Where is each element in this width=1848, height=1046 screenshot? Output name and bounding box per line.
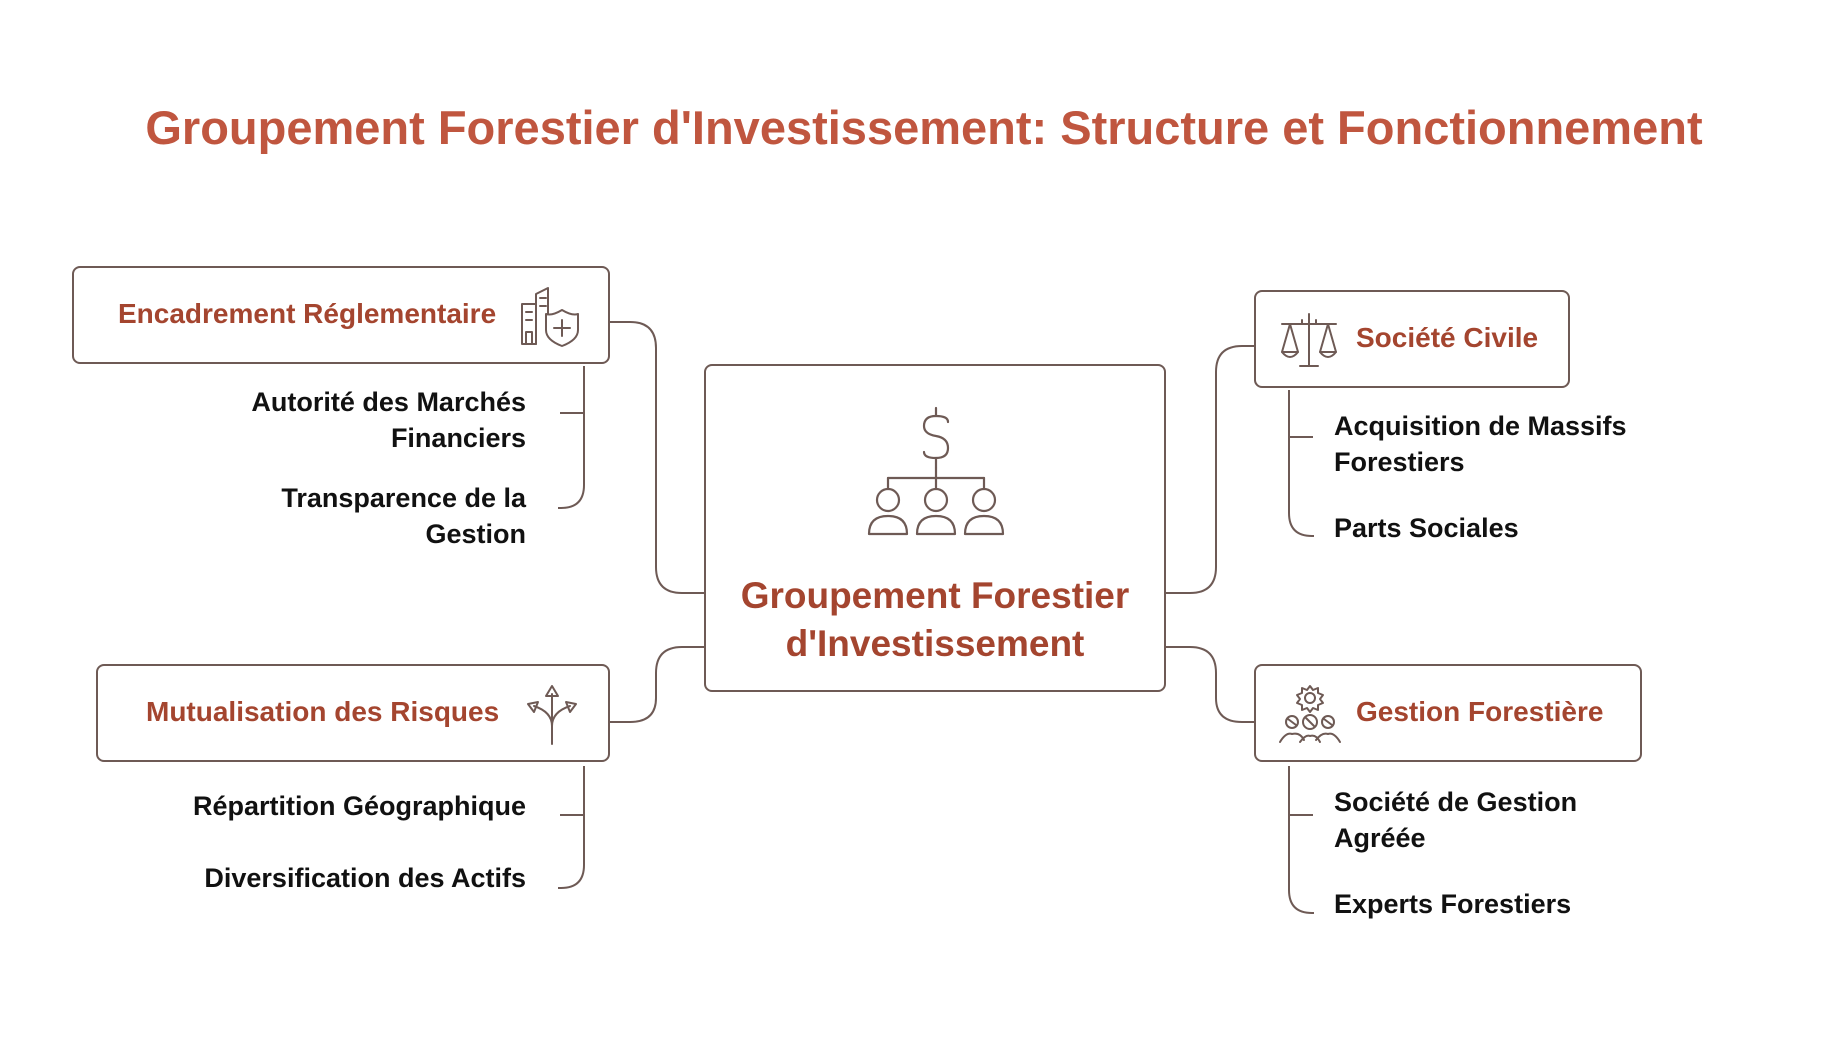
branch-encadrement-label: Encadrement Réglementaire [118,298,497,329]
connector-center-encadrement [609,321,705,594]
bracket-gestion [1288,766,1314,914]
balance-scale-icon [1281,313,1337,367]
bracket-encadrement [558,366,585,509]
gestion-item-2: Experts Forestiers [1334,889,1572,919]
encadrement-item-1: Autorité des Marchés Financiers [251,387,526,453]
bracket-societe [1288,390,1314,537]
diverging-arrows-icon [527,685,577,745]
societe-item-1: Acquisition de Massifs Forestiers [1334,411,1627,477]
center-label-line2: d'Investissement [785,623,1085,664]
dollar-organization-icon [867,406,1005,536]
page-title: Groupement Forestier d'Investissement: S… [145,101,1703,154]
gestion-item-1: Société de Gestion Agréée [1334,787,1578,853]
branch-gestion: Gestion Forestière [1254,664,1642,762]
gear-team-icon [1279,685,1341,743]
mutualisation-item-1: Répartition Géographique [192,791,526,821]
connector-center-gestion [1165,646,1265,723]
building-shield-icon [521,287,579,347]
branch-societe-civile-label: Société Civile [1356,322,1539,353]
branch-societe-civile: Société Civile [1254,290,1570,388]
connector-center-mutualisation [609,646,705,723]
branch-encadrement: Encadrement Réglementaire [72,266,610,364]
branch-mutualisation: Mutualisation des Risques [96,664,610,762]
encadrement-item-2: Transparence de la Gestion [281,483,526,549]
center-label-line1: Groupement Forestier [740,575,1130,616]
branch-gestion-label: Gestion Forestière [1356,696,1604,727]
branch-mutualisation-label: Mutualisation des Risques [146,696,500,727]
societe-item-2: Parts Sociales [1334,513,1519,543]
bracket-mutualisation [558,766,585,889]
mutualisation-item-2: Diversification des Actifs [204,863,526,893]
center-node: Groupement Forestier d'Investissement [704,364,1166,692]
connector-center-societe [1165,345,1265,594]
